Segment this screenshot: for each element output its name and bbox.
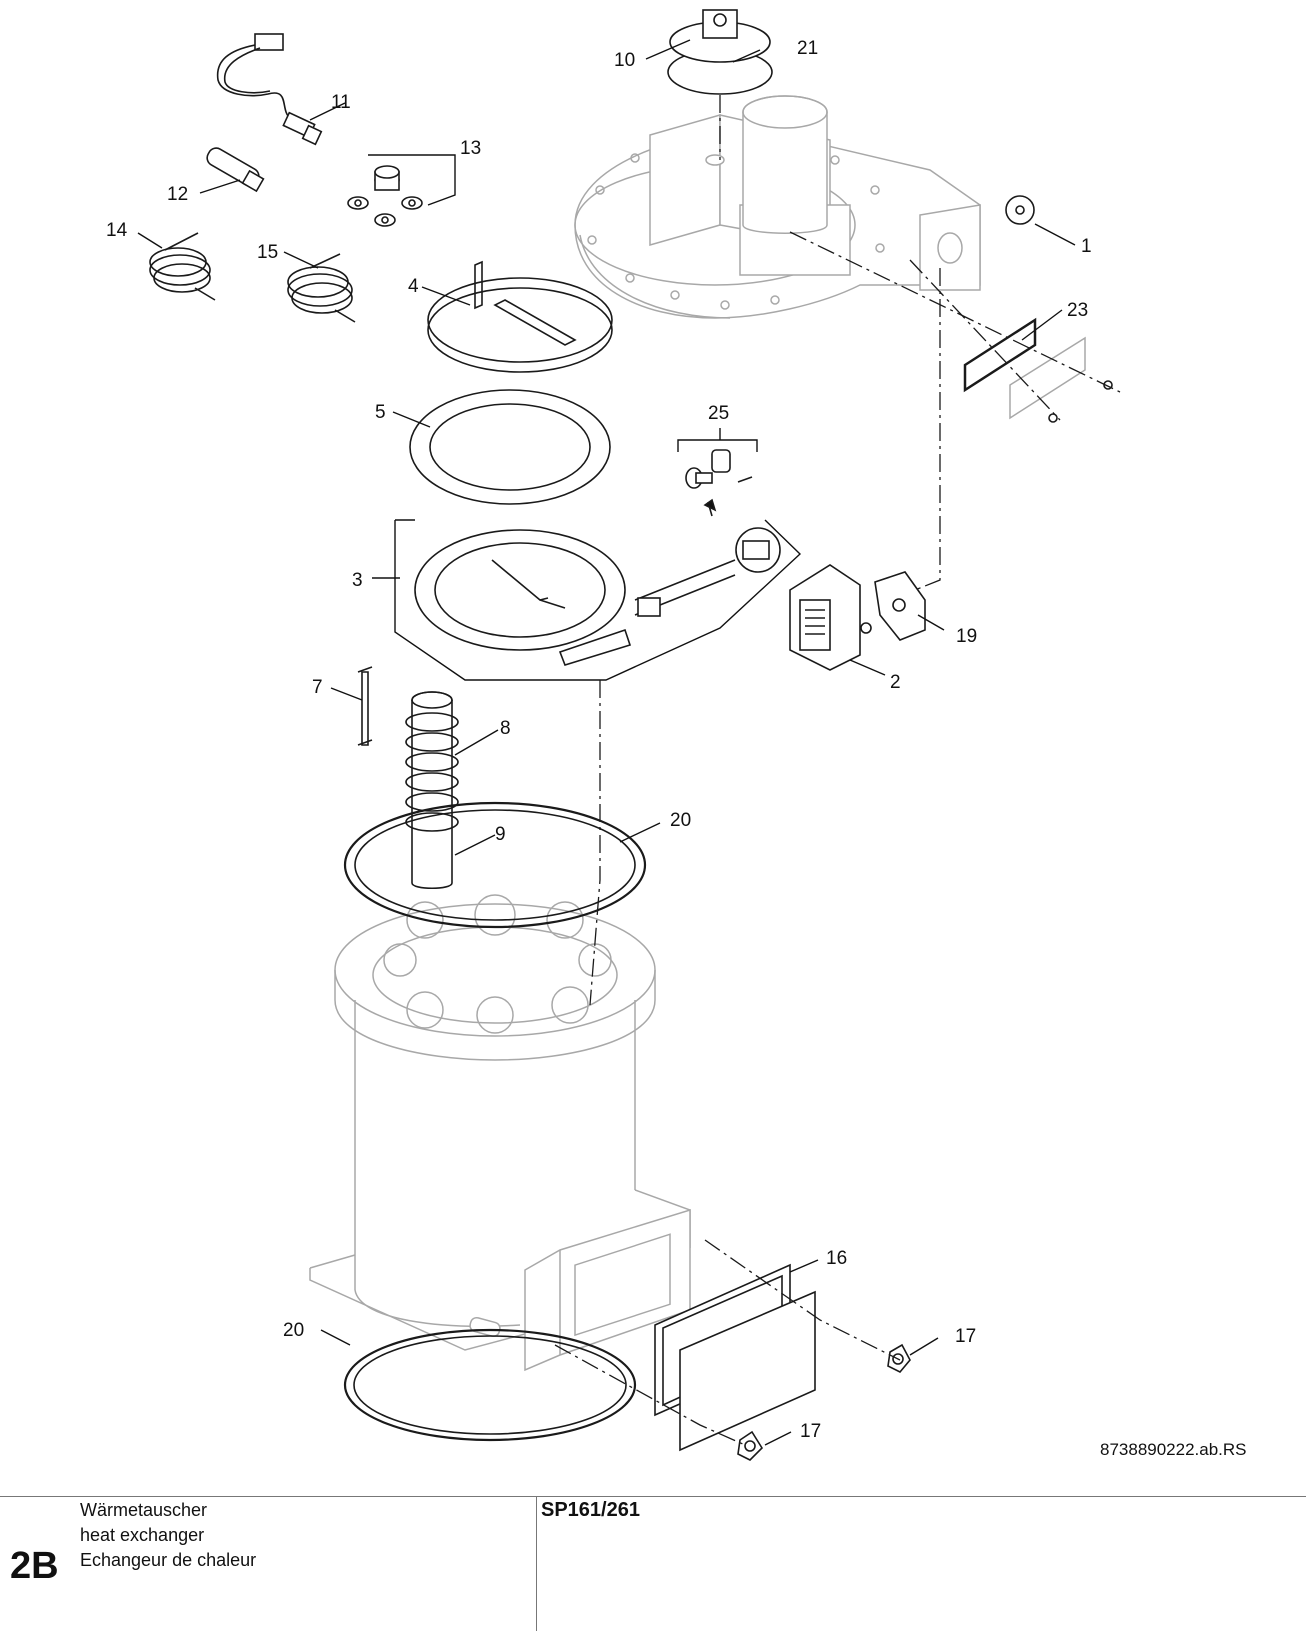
footer-divider [536,1497,537,1631]
callout-11: 11 [331,92,351,113]
cover-plate [679,1290,816,1452]
callout-labels: 1 2 3 4 5 7 8 9 10 11 12 13 14 15 16 17 … [106,38,1092,1442]
callout-20-bottom: 20 [283,1320,304,1341]
knob-part-17-lower [737,1430,764,1461]
gasket-part-20-top [343,801,647,929]
sensor-part-11 [216,33,323,146]
callout-3: 3 [352,570,363,591]
knob-part-17-upper [887,1343,911,1373]
callout-23: 23 [1067,300,1088,321]
description-english: heat exchanger [80,1525,205,1545]
leader-lines [137,39,1076,1446]
callout-15: 15 [257,242,278,263]
gasket-part-23 [963,317,1113,423]
ring-part-4 [427,260,613,373]
callout-10: 10 [614,50,635,71]
callout-9: 9 [495,824,506,845]
tube-part-9 [411,691,453,890]
pins-part-25 [677,439,758,517]
callout-12: 12 [167,184,188,205]
callout-14: 14 [106,220,128,241]
callout-5: 5 [375,402,386,423]
clip-part-1 [1005,195,1035,225]
callout-7: 7 [312,677,323,698]
gasket-part-5 [409,389,611,505]
callout-19: 19 [956,626,977,647]
callout-25: 25 [708,403,729,424]
electrode-part-12 [206,147,265,193]
callout-4: 4 [408,276,419,297]
exploded-parts-diagram: 1 2 3 4 5 7 8 9 10 11 12 13 14 15 16 17 … [106,9,1121,1461]
bracket-part-7 [357,666,373,746]
burner-plate [574,95,981,319]
callout-20-top: 20 [670,810,691,831]
description-french: Echangeur de chaleur [80,1550,257,1570]
callout-13: 13 [460,138,481,159]
gasket-part-20-bottom [343,1328,637,1442]
ignition-transformer-part-2 [789,564,872,671]
callout-16: 16 [826,1248,847,1269]
plate-part-3 [394,519,802,681]
callout-8: 8 [500,718,511,739]
footer-block: 2B Wärmetauscher heat exchanger Echangeu… [0,1496,1306,1631]
sensor-coil-part-14 [149,232,216,301]
grommets-part-13 [347,154,456,227]
callout-2: 2 [890,672,901,693]
description-german: Wärmetauscher [80,1500,208,1520]
heat-exchanger-body [309,894,691,1372]
sensor-coil-part-15 [287,253,356,323]
drawing-reference-number: 8738890222.ab.RS [1100,1440,1247,1459]
plate-bolts [587,153,885,310]
assembly-lines [554,95,1121,1446]
fan-top-part-10 [667,9,773,95]
callout-21: 21 [797,38,818,59]
callout-17-lower: 17 [800,1421,821,1442]
bracket-part-19 [874,571,926,641]
callout-17-upper: 17 [955,1326,976,1347]
section-code: 2B [10,1545,59,1587]
model-number: SP161/261 [541,1499,640,1521]
callout-1: 1 [1081,236,1092,257]
